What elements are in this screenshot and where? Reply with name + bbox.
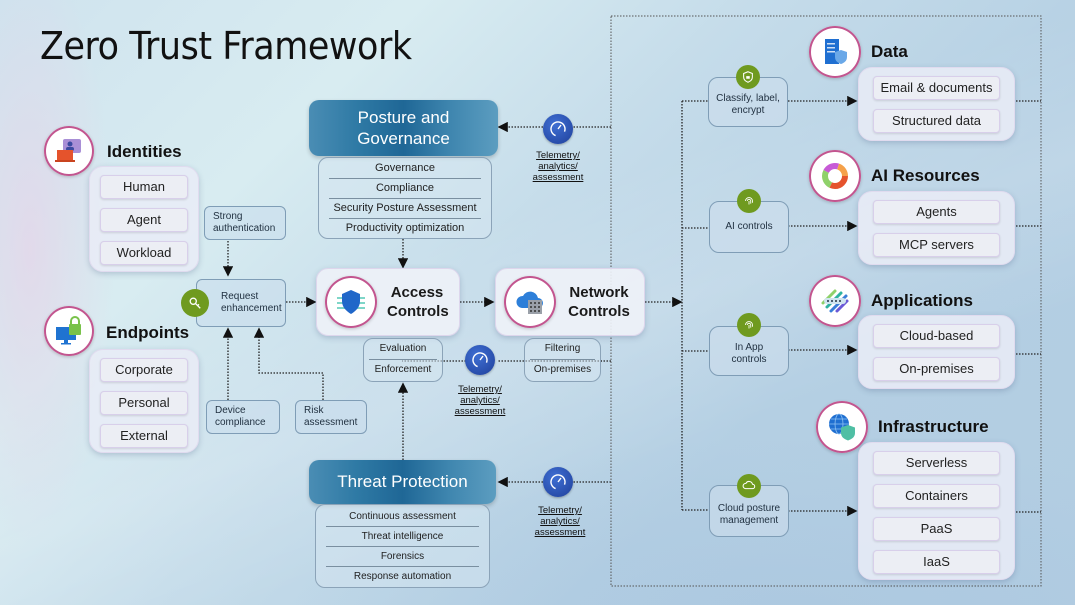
threat-protection-list: Continuous assessment Threat intelligenc…: [315, 504, 490, 588]
resource-title-infrastructure: Infrastructure: [878, 417, 989, 436]
network-controls-card[interactable]: Network Controls: [495, 268, 645, 336]
identity-agent[interactable]: Agent: [100, 208, 188, 232]
request-enhancement-label: Request enhancement: [221, 291, 282, 314]
key-icon: [181, 289, 209, 317]
network-item-on-premises: On-premises: [533, 364, 592, 375]
identity-workload[interactable]: Workload: [100, 241, 188, 265]
threat-item: Forensics: [326, 547, 479, 567]
globe-shield-icon: [816, 401, 868, 453]
network-controls-title: Network Controls: [568, 284, 630, 320]
identities-group: Human Agent Workload: [89, 166, 199, 272]
infra-serverless[interactable]: Serverless: [873, 451, 1000, 475]
monitor-lock-icon: [44, 306, 94, 356]
telemetry-label-mid: Telemetry/ analytics/ assessment: [454, 384, 506, 417]
posture-governance-title: Posture and Governance: [357, 108, 450, 148]
infrastructure-group: Serverless Containers PaaS IaaS: [858, 442, 1015, 580]
request-enhancement-box: Request enhancement: [196, 279, 286, 327]
data-group: Email & documents Structured data: [858, 67, 1015, 141]
identities-title: Identities: [107, 142, 182, 161]
posture-item: Governance: [329, 159, 481, 179]
fingerprint-icon: [737, 189, 761, 213]
strong-authentication-box: Strong authentication: [204, 206, 286, 240]
resource-title-data: Data: [871, 42, 908, 61]
threat-item: Response automation: [353, 571, 452, 582]
telemetry-label-bottom: Telemetry/ analytics/ assessment: [534, 505, 586, 538]
risk-assessment-box: Risk assessment: [295, 400, 367, 434]
infra-containers[interactable]: Containers: [873, 484, 1000, 508]
app-on-premises[interactable]: On-premises: [873, 357, 1000, 381]
cloud-network-icon: [504, 276, 556, 328]
telemetry-gauge-icon: [543, 467, 573, 497]
identity-human[interactable]: Human: [100, 175, 188, 199]
telemetry-gauge-icon: [543, 114, 573, 144]
app-cloud-based[interactable]: Cloud-based: [873, 324, 1000, 348]
access-controls-card[interactable]: Access Controls: [316, 268, 460, 336]
resource-title-ai: AI Resources: [871, 166, 980, 185]
resource-title-applications: Applications: [871, 291, 974, 310]
cloud-icon: [737, 474, 761, 498]
access-item-enforcement: Enforcement: [374, 364, 432, 375]
device-compliance-box: Device compliance: [206, 400, 280, 434]
ai-mcp-servers[interactable]: MCP servers: [873, 233, 1000, 257]
ai-resources-group: Agents MCP servers: [858, 191, 1015, 265]
database-shield-icon: [809, 26, 861, 78]
access-controls-list: Evaluation Enforcement: [363, 338, 443, 382]
telemetry-gauge-icon: [465, 345, 495, 375]
endpoint-external[interactable]: External: [100, 424, 188, 448]
access-controls-title: Access Controls: [387, 284, 449, 320]
posture-governance-list: Governance Compliance Security Posture A…: [318, 157, 492, 239]
infra-iaas[interactable]: IaaS: [873, 550, 1000, 574]
posture-item: Security Posture Assessment: [329, 199, 481, 219]
identity-card-icon: [44, 126, 94, 176]
resource-control-label: AI controls: [725, 221, 773, 232]
network-controls-list: Filtering On-premises: [524, 338, 601, 382]
network-item-filtering: Filtering: [530, 339, 595, 360]
resource-control-label: Cloud posture management: [717, 503, 781, 526]
endpoint-corporate[interactable]: Corporate: [100, 358, 188, 382]
resource-control-label: Classify, label, encrypt: [716, 93, 780, 116]
ai-ring-icon: [809, 150, 861, 202]
access-item-evaluation: Evaluation: [369, 339, 437, 360]
endpoints-title: Endpoints: [106, 323, 190, 342]
threat-protection-banner[interactable]: Threat Protection: [309, 460, 496, 504]
shield-network-icon: [325, 276, 377, 328]
page-title: Zero Trust Framework: [40, 24, 412, 68]
data-email-documents[interactable]: Email & documents: [873, 76, 1000, 100]
fingerprint-icon: [737, 313, 761, 337]
posture-item: Productivity optimization: [345, 222, 465, 234]
shield-lock-icon: [736, 65, 760, 89]
applications-group: Cloud-based On-premises: [858, 315, 1015, 389]
endpoints-group: Corporate Personal External: [89, 349, 199, 453]
endpoint-personal[interactable]: Personal: [100, 391, 188, 415]
threat-item: Threat intelligence: [326, 527, 479, 547]
telemetry-label-top: Telemetry/ analytics/ assessment: [532, 150, 584, 183]
ai-agents[interactable]: Agents: [873, 200, 1000, 224]
applications-icon: [809, 275, 861, 327]
posture-governance-banner[interactable]: Posture and Governance: [309, 100, 498, 156]
threat-protection-title: Threat Protection: [337, 472, 468, 491]
resource-control-label: In App controls: [731, 342, 767, 365]
data-structured[interactable]: Structured data: [873, 109, 1000, 133]
threat-item: Continuous assessment: [326, 507, 479, 527]
infra-paas[interactable]: PaaS: [873, 517, 1000, 541]
posture-item: Compliance: [329, 179, 481, 199]
